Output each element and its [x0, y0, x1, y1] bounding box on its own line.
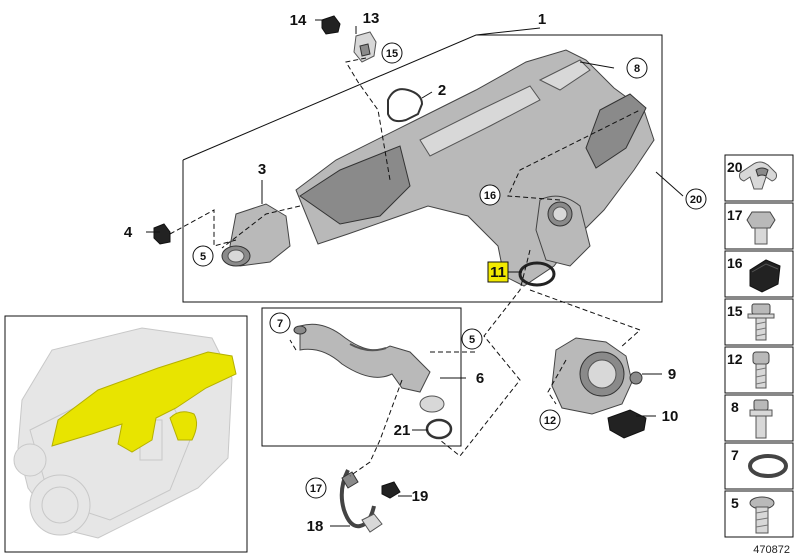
callout-8: 8	[634, 63, 640, 75]
gasket-illustration	[387, 88, 424, 123]
callout-19: 19	[412, 488, 429, 505]
legend-screw-icon	[749, 496, 775, 534]
legend-column	[724, 154, 794, 538]
callout-11-highlight	[487, 261, 509, 283]
diagram-reference-number: 470872	[753, 544, 790, 556]
callout-11: 11	[490, 264, 506, 281]
callout-7: 7	[277, 318, 283, 330]
callout-circle-17	[305, 477, 327, 499]
callout-6: 6	[476, 370, 484, 387]
callout-10: 10	[662, 408, 679, 425]
callout-circle-7	[269, 312, 291, 334]
leader-lines	[146, 19, 684, 527]
callout-14: 14	[290, 12, 307, 29]
callout-9: 9	[668, 366, 676, 383]
legend-plug-bolt-icon	[746, 211, 776, 245]
engine-overview-frame	[4, 315, 248, 553]
legend-label-7: 7	[731, 447, 739, 463]
legend-label-17: 17	[727, 207, 743, 223]
sensor-plug-illustration	[321, 15, 341, 35]
legend-label-5: 5	[731, 495, 739, 511]
callout-circles	[192, 42, 707, 499]
callout-13: 13	[363, 10, 380, 27]
engine-overview-illustration	[13, 327, 237, 539]
callout-20: 20	[690, 194, 702, 206]
egr-pipe-frame	[261, 307, 462, 447]
main-assembly-frame	[182, 34, 663, 303]
callout-15: 15	[386, 48, 398, 60]
dashed-assembly-lines	[169, 57, 641, 477]
intake-manifold-illustration	[295, 49, 655, 287]
legend-label-15: 15	[727, 303, 743, 319]
callout-5a: 5	[200, 251, 206, 263]
callout-circle-5a	[192, 245, 214, 267]
legend-label-12: 12	[727, 351, 743, 367]
callout-circle-5b	[461, 328, 483, 350]
callout-16: 16	[484, 190, 496, 202]
callout-circle-16	[479, 184, 501, 206]
callout-21: 21	[394, 422, 411, 439]
egr-seal-ring-illustration	[425, 418, 453, 440]
callout-2: 2	[438, 82, 446, 99]
callout-1: 1	[538, 11, 546, 28]
legend-o-ring-icon	[748, 454, 788, 478]
legend-clip-icon	[739, 161, 777, 190]
legend-flange-bolt-icon	[747, 303, 775, 341]
temperature-sensor-illustration	[339, 469, 401, 533]
callout-3: 3	[258, 161, 266, 178]
callout-12: 12	[544, 415, 556, 427]
legend-rubber-block-icon	[749, 259, 781, 293]
callout-circle-12	[539, 409, 561, 431]
legend-label-16: 16	[727, 255, 743, 271]
legend-label-20: 20	[727, 159, 743, 175]
legend-label-8: 8	[731, 399, 739, 415]
legend-socket-bolt-icon	[752, 351, 770, 389]
callout-circle-8	[626, 57, 648, 79]
sensor-illustration	[353, 31, 377, 63]
module-illustration	[607, 409, 647, 439]
callout-5b: 5	[469, 334, 475, 346]
clip-illustration	[153, 223, 171, 245]
callout-17: 17	[310, 483, 322, 495]
legend-stud-bolt-icon	[749, 399, 773, 439]
actuator-illustration	[221, 203, 291, 267]
callout-circle-15	[381, 42, 403, 64]
seal-ring-illustration	[518, 261, 556, 287]
callout-4: 4	[124, 224, 133, 241]
throttle-valve-illustration	[551, 337, 643, 415]
egr-pipe-illustration	[293, 323, 445, 413]
callout-18: 18	[307, 518, 324, 535]
callout-circle-20	[685, 188, 707, 210]
